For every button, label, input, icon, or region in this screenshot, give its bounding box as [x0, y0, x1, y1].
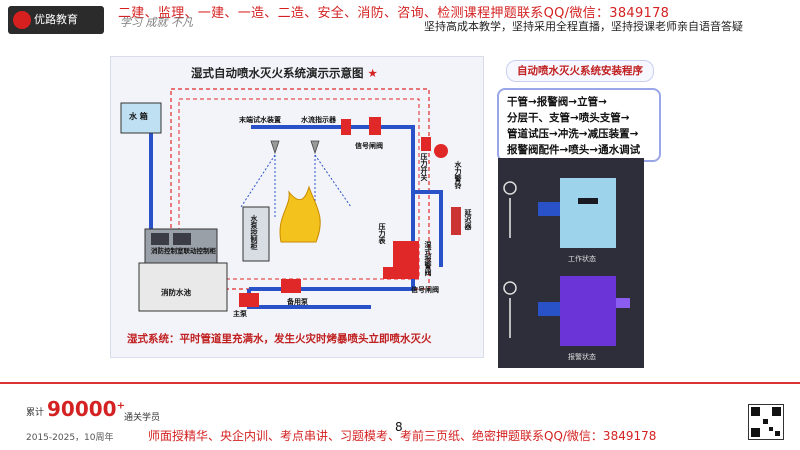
install-step: 报警阀配件→喷头→通水调试 [507, 144, 641, 156]
promo-top-text: 二建、监理、一建、一造、二造、安全、消防、咨询、检测课程押题联系QQ/微信：38… [118, 6, 670, 21]
alarm-valve-states-panel: 工作状态 报警状态 [498, 158, 644, 368]
header-bar: 优路教育 二建、监理、一建、一造、二造、安全、消防、咨询、检测课程押题联系QQ/… [0, 0, 800, 46]
label-delay: 延迟器 [464, 209, 472, 230]
valve-state-illustration [503, 178, 630, 346]
qr-code-icon [748, 404, 784, 440]
handwritten-signature: 学习 成就 不凡 [120, 16, 193, 29]
install-procedure-title: 自动喷水灭火系统安装程序 [506, 60, 654, 82]
gauge-icon [503, 181, 517, 195]
label-water-bell: 水力警铃 [454, 161, 462, 189]
label-water-tank: 水 箱 [129, 112, 148, 121]
water-bell-icon [434, 144, 448, 158]
delay-chamber [451, 207, 461, 235]
install-step: 分层干、支管→喷头支管→ [507, 112, 630, 124]
count-prefix: 累计 [26, 408, 45, 418]
star-icon: ★ [367, 66, 378, 80]
label-pressure-gauge: 压力表 [378, 223, 386, 244]
pressure-switch [421, 137, 431, 151]
count-suffix: 通关学员 [124, 413, 161, 423]
pump-pipe [247, 289, 371, 309]
fire-pool [138, 262, 228, 312]
student-count: 90000+ [47, 397, 125, 421]
spray-line [314, 154, 352, 208]
label-alarm-valve: 湿式报警阀 [424, 241, 432, 276]
install-step: 管道试压→冲洗→减压装置→ [507, 128, 639, 140]
gauge-icon [503, 281, 517, 295]
label-signal-valve-top: 信号闸阀 [355, 142, 383, 150]
label-control-panel: 消防控制室联动控制柜 [151, 247, 216, 255]
label-pump-control: 水泵控制柜 [250, 215, 258, 250]
valve-inlet-pipe [538, 202, 560, 216]
main-pump [239, 293, 259, 307]
control-screen [173, 233, 191, 245]
valve-label-alarm: 报警状态 [568, 353, 596, 361]
promo-sub-text: 坚持高成本教学，坚持采用全程直播，坚持授课老师亲自语音答疑 [424, 20, 743, 33]
label-signal-valve-bottom: 信号闸阀 [411, 286, 439, 294]
footer-divider [0, 382, 800, 384]
diagram-title-text: 湿式自动喷水灭火系统演示示意图 [191, 66, 364, 80]
flow-indicator-valve [341, 119, 351, 135]
sprinkler-head-2 [310, 140, 320, 155]
alarm-valve [393, 241, 419, 279]
install-steps-box: 干管→报警阀→立管→ 分层干、支管→喷头支管→ 管道试压→冲洗→减压装置→ 报警… [497, 88, 661, 162]
sprinkler-head-1 [270, 140, 280, 155]
label-end-test: 末端试水装置 [239, 116, 281, 124]
valve-label-working: 工作状态 [568, 255, 596, 263]
anniversary-years: 2015-2025，10周年 [26, 433, 114, 443]
footer-promo-text: 师面授精华、央企内训、考点串讲、习题模考、考前三页纸、绝密押题联系QQ/微信：3… [148, 429, 657, 443]
pump-control-cabinet [242, 206, 270, 262]
pipe-network [120, 88, 461, 312]
sprinkler-diagram: 湿式自动喷水灭火系统演示示意图 ★ [110, 56, 484, 358]
spray-line [240, 154, 276, 208]
signal-valve-top [369, 117, 381, 135]
water-tank [120, 102, 162, 134]
diagram-title: 湿式自动喷水灭火系统演示示意图 ★ [191, 65, 378, 81]
fire-icon [279, 185, 321, 243]
label-pressure-switch: 压力开关 [420, 153, 428, 181]
valve-body-alarm [560, 276, 616, 346]
page-number: 8 [395, 420, 403, 434]
main-pipe-loop [249, 125, 415, 291]
signal-line-outer [170, 88, 430, 290]
control-screen [151, 233, 169, 245]
label-main-pump: 主泵 [233, 310, 247, 318]
logo-text: 优路教育 [34, 13, 78, 26]
signal-valve-bottom [383, 267, 393, 279]
label-standby-pump: 备用泵 [287, 298, 308, 306]
student-count-plus: + [116, 400, 125, 412]
student-count-number: 90000 [47, 397, 117, 421]
valve-body-working [560, 178, 616, 248]
label-fire-pool: 消防水池 [161, 288, 191, 297]
valve-clapper [578, 198, 598, 204]
standby-pump [281, 279, 301, 293]
brand-logo: 优路教育 [8, 6, 104, 34]
logo-mark-icon [13, 11, 31, 29]
diagram-caption: 湿式系统：平时管道里充满水，发生火灾时烤暴喷头立即喷水灭火 [127, 333, 432, 345]
label-flow-indicator: 水流指示器 [301, 116, 336, 124]
valve-inlet-pipe [538, 302, 560, 316]
valve-outlet-pipe [616, 298, 630, 308]
alarm-branch-pipe [413, 190, 443, 267]
install-step: 干管→报警阀→立管→ [507, 96, 607, 108]
